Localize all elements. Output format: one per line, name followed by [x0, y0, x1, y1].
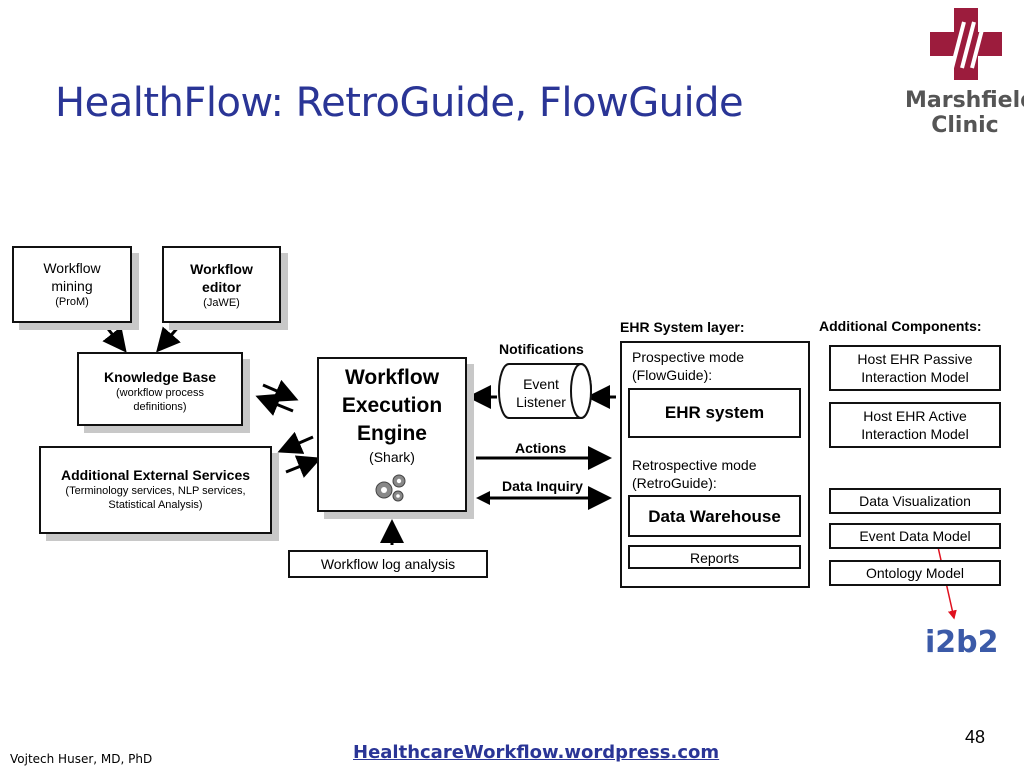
data-warehouse-label: Data Warehouse: [648, 507, 781, 526]
arrow-mining-to-kb: [102, 324, 127, 353]
data-inquiry-label: Data Inquiry: [502, 478, 583, 494]
workflow-editor-line2: editor: [202, 279, 241, 295]
event-listener-label: Event Listener: [503, 375, 579, 411]
external-services-sub2: Statistical Analysis): [108, 499, 203, 511]
engine-line1: Workflow: [344, 366, 440, 389]
retrospective-line1: Retrospective mode: [632, 457, 757, 473]
event-listener-line2: Listener: [516, 394, 566, 410]
arrow-editor-to-kb: [156, 324, 182, 353]
external-services-title: Additional External Services: [60, 467, 251, 483]
workflow-log-analysis-label: Workflow log analysis: [320, 556, 456, 572]
reports-label: Reports: [689, 550, 740, 566]
active-interaction-box: Host EHR Active Interaction Model: [829, 402, 1001, 448]
i2b2-logo: i2b2: [925, 625, 999, 660]
gears-icon: [375, 474, 406, 502]
workflow-editor-sub: (JaWE): [203, 297, 240, 309]
engine-line3: Engine: [356, 422, 427, 445]
knowledge-base-title: Knowledge Base: [103, 369, 217, 385]
workflow-mining-line1: Workflow: [43, 260, 101, 276]
event-data-model-box: Event Data Model: [829, 523, 1001, 549]
passive-line2: Interaction Model: [861, 369, 969, 385]
data-visualization-box: Data Visualization: [829, 488, 1001, 514]
data-warehouse-box: Data Warehouse: [628, 495, 801, 537]
logo-line1: Marshfield: [905, 88, 1024, 113]
passive-line1: Host EHR Passive: [857, 351, 973, 367]
retrospective-line2: (RetroGuide):: [632, 475, 717, 491]
knowledge-base-box: Knowledge Base (workflow process definit…: [77, 352, 243, 426]
active-line2: Interaction Model: [861, 426, 969, 442]
arrow-engine-to-services: [277, 431, 314, 454]
data-visualization-label: Data Visualization: [859, 493, 971, 509]
actions-label: Actions: [515, 440, 567, 456]
footer-author: Vojtech Huser, MD, PhD: [10, 752, 153, 766]
event-listener-cylinder: [498, 363, 592, 419]
workflow-mining-line2: mining: [51, 278, 93, 294]
ehr-system-box: EHR system: [628, 388, 801, 438]
marshfield-logo-icon: [930, 8, 1002, 80]
event-listener-line1: Event: [523, 376, 559, 392]
external-services-sub1: (Terminology services, NLP services,: [65, 485, 246, 497]
external-services-box: Additional External Services (Terminolog…: [39, 446, 272, 534]
event-data-model-label: Event Data Model: [859, 528, 971, 544]
workflow-editor-box: Workflow editor (JaWE): [162, 246, 281, 323]
prospective-line2: (FlowGuide):: [632, 367, 713, 383]
marshfield-clinic-logo: Marshfield Clinic: [905, 8, 1024, 138]
logo-line2: Clinic: [931, 113, 999, 138]
ehr-system-label: EHR system: [664, 403, 765, 422]
page-title: HealthFlow: RetroGuide, FlowGuide: [55, 80, 744, 126]
ehr-layer-title: EHR System layer:: [620, 319, 745, 335]
page-number: 48: [965, 727, 986, 747]
workflow-editor-line1: Workflow: [190, 261, 253, 277]
engine-sub: (Shark): [369, 449, 415, 465]
arrow-data-inquiry-left-head: [476, 491, 490, 505]
notifications-label: Notifications: [499, 341, 584, 357]
arrow-kb-to-engine: [262, 379, 299, 402]
active-line1: Host EHR Active: [863, 408, 967, 424]
footer-link[interactable]: HealthcareWorkflow.wordpress.com: [353, 742, 720, 763]
arrow-services-to-engine: [285, 455, 322, 478]
passive-interaction-box: Host EHR Passive Interaction Model: [829, 345, 1001, 391]
additional-components-title: Additional Components:: [819, 318, 982, 334]
workflow-engine-box: Workflow Execution Engine (Shark): [317, 357, 467, 512]
retrospective-mode-text: Retrospective mode (RetroGuide):: [632, 456, 757, 492]
workflow-log-analysis-box: Workflow log analysis: [288, 550, 488, 578]
arrow-engine-to-kb: [255, 393, 294, 416]
workflow-mining-box: Workflow mining (ProM): [12, 246, 132, 323]
prospective-line1: Prospective mode: [632, 349, 745, 365]
knowledge-base-sub2: definitions): [133, 401, 187, 413]
reports-box: Reports: [628, 545, 801, 569]
knowledge-base-sub1: (workflow process: [115, 387, 205, 399]
prospective-mode-text: Prospective mode (FlowGuide):: [632, 348, 744, 384]
engine-line2: Execution: [341, 394, 443, 417]
workflow-mining-sub: (ProM): [55, 296, 89, 308]
ontology-model-box: Ontology Model: [829, 560, 1001, 586]
ontology-model-label: Ontology Model: [865, 565, 965, 581]
